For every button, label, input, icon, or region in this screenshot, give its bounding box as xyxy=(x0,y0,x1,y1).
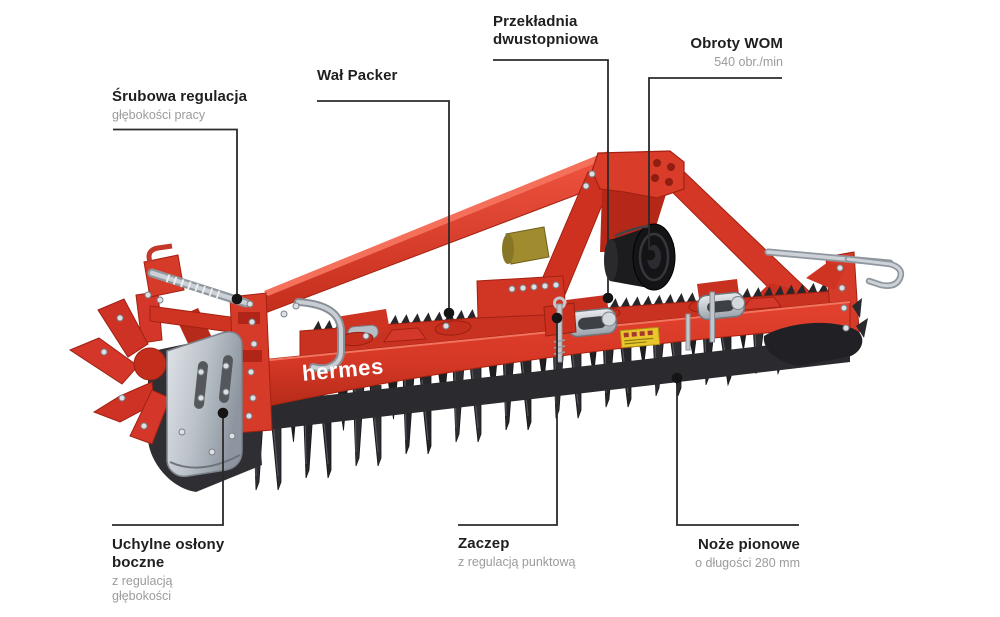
pto-shaft xyxy=(502,226,550,265)
callout-line-noze xyxy=(676,378,799,526)
hitch-clevises xyxy=(566,279,745,338)
callout-dot-wal-packer xyxy=(443,307,455,319)
callout-zaczep: Zaczep z regulacją punktową xyxy=(458,535,628,570)
callout-subtitle: głębokości pracy xyxy=(112,108,206,122)
callout-dot-zaczep xyxy=(551,312,563,324)
screw-spring xyxy=(165,274,221,299)
callout-dot-przekladnia xyxy=(602,292,614,304)
callout-dot-noze xyxy=(671,372,683,384)
callout-line-uchylne xyxy=(112,413,224,526)
callout-srubowa: Śrubowa regulacja głębokości pracy xyxy=(112,88,272,123)
callout-dot-obroty xyxy=(644,249,656,261)
callout-uchylne-oslony: Uchylne osłony boczne z regulacją głębok… xyxy=(112,536,234,604)
packer-blade xyxy=(97,298,149,358)
rotor-housing xyxy=(250,336,850,432)
callout-line-zaczep xyxy=(458,318,558,526)
callout-title: Uchylne osłony boczne xyxy=(112,536,225,571)
callout-dot-uchylne xyxy=(217,407,229,419)
callout-title: Obroty WOM xyxy=(690,35,783,52)
callout-przekladnia: Przekładnia dwustopniowa xyxy=(493,13,613,49)
callout-dot-srubowa xyxy=(231,293,243,305)
callout-subtitle: 540 obr./min xyxy=(714,55,783,69)
callout-line-srubowa xyxy=(113,128,238,299)
callout-title: Śrubowa regulacja xyxy=(112,88,248,105)
callout-noze-pionowe: Noże pionowe o długości 280 mm xyxy=(630,536,800,571)
bolts xyxy=(100,170,850,456)
callout-dots xyxy=(217,249,683,419)
side-guard xyxy=(166,331,243,478)
callout-subtitle: z regulacją głębokości xyxy=(112,574,173,603)
callout-subtitle: o długości 280 mm xyxy=(695,556,800,570)
warning-sticker xyxy=(619,326,661,349)
callout-lines xyxy=(112,59,799,526)
callout-title: Przekładnia dwustopniowa xyxy=(493,13,599,48)
callout-line-obroty xyxy=(648,77,782,255)
right-fender xyxy=(763,298,868,366)
callout-line-przekladnia xyxy=(493,59,609,298)
callout-title: Noże pionowe xyxy=(697,536,800,553)
callout-title: Wał Packer xyxy=(317,67,398,84)
callout-line-wal-packer xyxy=(317,100,450,313)
callout-obroty-wom: Obroty WOM 540 obr./min xyxy=(623,35,783,70)
callout-subtitle: z regulacją punktową xyxy=(458,555,576,569)
callout-title: Zaczep xyxy=(458,535,510,552)
callout-wal-packer: Wał Packer xyxy=(317,67,467,85)
